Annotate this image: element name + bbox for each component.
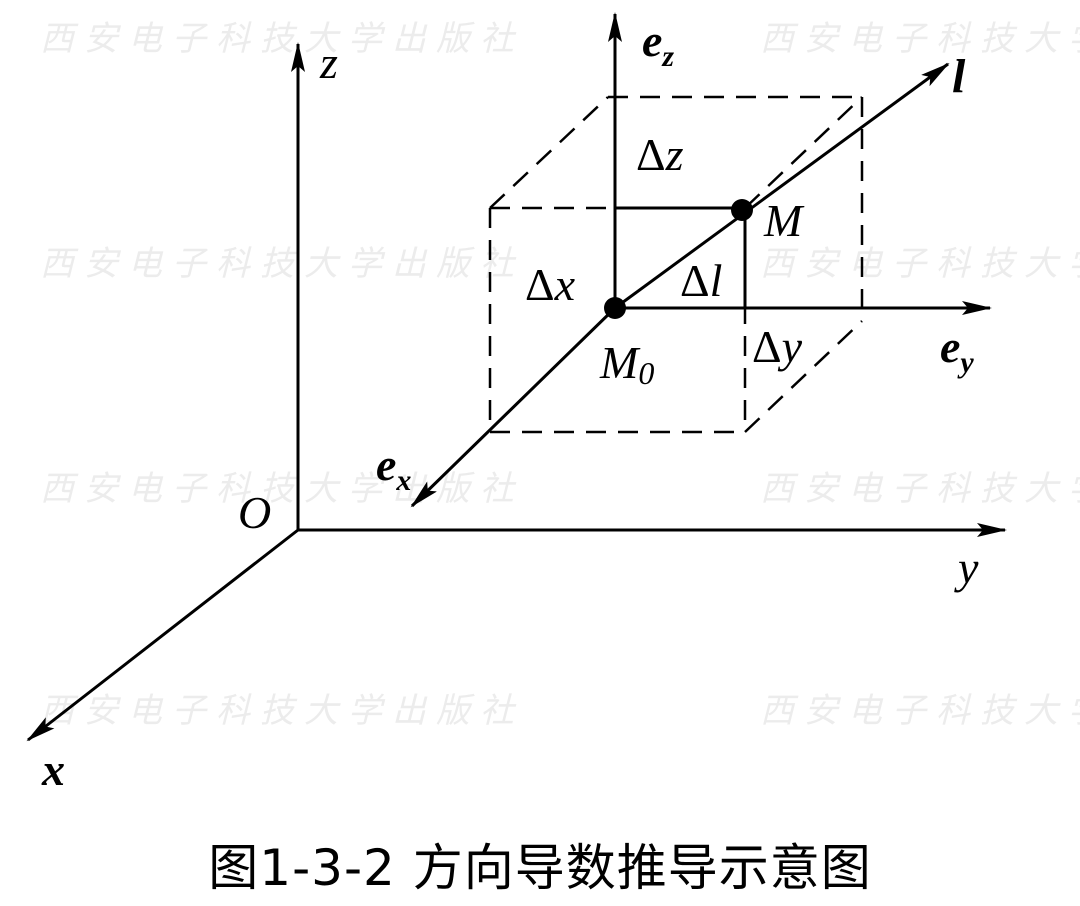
watermark-text: 西安电子科技大学出版社: [40, 469, 524, 509]
origin-label: O: [238, 487, 271, 538]
watermark-text: 西安电子科技大学出版社: [760, 244, 1080, 284]
watermark-text: 西安电子科技大学出版社: [40, 691, 524, 731]
box-edge: [744, 96, 863, 209]
ey-label: ey: [940, 321, 974, 379]
z-axis-label: z: [319, 37, 338, 88]
box-edge: [489, 96, 609, 209]
watermark-text: 西安电子科技大学出版社: [760, 469, 1080, 509]
ez-label: ez: [642, 15, 674, 73]
m-label: M: [763, 195, 805, 246]
watermark-text: 西安电子科技大学出版社: [40, 19, 524, 59]
m0-label: M0: [599, 337, 654, 391]
watermark: 西安电子科技大学出版社 西安电子科技大学出版社 西安电子科技大学出版社 西安电子…: [40, 19, 1080, 731]
x-axis-label: x: [41, 744, 65, 795]
y-axis-label: y: [954, 542, 979, 593]
point-m0: [604, 297, 626, 319]
x-axis: [26, 528, 299, 742]
watermark-text: 西安电子科技大学出版社: [760, 19, 1080, 59]
direction-l-line: [614, 62, 950, 310]
ex-vector: [410, 306, 617, 508]
delta-z-label: Δz: [636, 129, 684, 180]
delta-y-label: Δy: [752, 321, 803, 372]
delta-l-label: Δl: [680, 255, 722, 306]
delta-x-label: Δx: [525, 259, 576, 310]
point-m: [731, 199, 753, 221]
l-label: l: [952, 50, 966, 103]
watermark-text: 西安电子科技大学出版社: [40, 244, 524, 284]
figure-caption: 图1-3-2 方向导数推导示意图: [208, 839, 872, 897]
box-edge: [744, 320, 863, 433]
watermark-text: 西安电子科技大学出版社: [760, 691, 1080, 731]
ex-label: ex: [376, 439, 411, 497]
